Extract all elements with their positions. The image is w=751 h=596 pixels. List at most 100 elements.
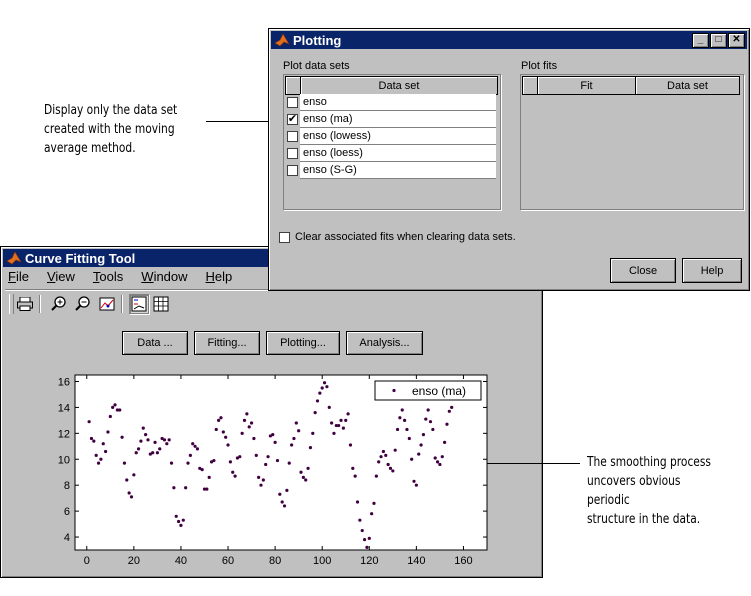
data-set-checkbox[interactable] bbox=[287, 147, 298, 159]
data-point bbox=[122, 461, 127, 465]
data-point bbox=[221, 430, 225, 434]
data-point bbox=[275, 458, 280, 463]
x-tick-label: 140 bbox=[407, 555, 425, 567]
data-point bbox=[443, 440, 447, 445]
menu-item[interactable]: Window bbox=[138, 268, 190, 286]
data-point bbox=[315, 399, 320, 403]
data-point bbox=[348, 443, 353, 447]
data-set-row[interactable]: enso (lowess) bbox=[300, 128, 496, 145]
data-point bbox=[379, 455, 383, 459]
x-tick-label: 160 bbox=[454, 555, 472, 567]
data-point bbox=[327, 405, 331, 410]
annotation-right-leader bbox=[487, 463, 580, 464]
annotation-top: Display only the data set created with t… bbox=[44, 101, 177, 158]
data-point bbox=[339, 418, 343, 422]
data-point bbox=[106, 430, 110, 434]
data-point bbox=[287, 461, 291, 465]
data-point bbox=[113, 403, 117, 407]
plot-fits-table: Fit Data set bbox=[520, 74, 744, 210]
menu-mnemonic: W bbox=[141, 269, 154, 284]
close-button[interactable]: Close bbox=[610, 258, 676, 283]
data-point bbox=[87, 420, 91, 424]
data-point bbox=[278, 492, 282, 496]
fit-data-set-column-header[interactable]: Data set bbox=[635, 76, 740, 95]
data-point bbox=[297, 429, 301, 433]
data-point bbox=[96, 461, 101, 465]
analysis-button[interactable]: Analysis... bbox=[346, 331, 423, 355]
clear-fits-option[interactable]: Clear associated fits when clearing data… bbox=[279, 229, 516, 245]
data-set-checkbox[interactable]: ✔ bbox=[287, 112, 298, 125]
menu-item-rest: indow bbox=[153, 269, 188, 284]
toolbar-grip bbox=[9, 294, 14, 314]
data-point bbox=[384, 453, 388, 457]
data-point bbox=[259, 483, 263, 487]
data-set-row[interactable]: enso (S-G) bbox=[300, 162, 496, 179]
data-set-row[interactable]: enso (ma) bbox=[300, 111, 496, 128]
data-point bbox=[129, 495, 134, 499]
data-point bbox=[268, 434, 273, 438]
fit-column-header[interactable]: Fit bbox=[537, 76, 636, 95]
data-button[interactable]: Data ... bbox=[122, 331, 188, 355]
data-point bbox=[313, 410, 317, 415]
plotting-button[interactable]: Plotting... bbox=[266, 331, 340, 355]
clear-fits-checkbox[interactable] bbox=[279, 231, 290, 243]
data-point bbox=[308, 445, 313, 450]
grid-icon[interactable] bbox=[152, 295, 170, 313]
data-point bbox=[254, 453, 258, 457]
print-icon[interactable] bbox=[16, 295, 34, 313]
zoom-in-icon[interactable] bbox=[50, 295, 68, 313]
data-set-checkbox-cell bbox=[285, 128, 300, 144]
menu-item[interactable]: File bbox=[5, 268, 32, 286]
minimize-icon[interactable]: _ bbox=[692, 33, 709, 48]
menu-item[interactable]: Help bbox=[203, 268, 236, 286]
data-cursor-icon[interactable] bbox=[98, 295, 116, 313]
data-point bbox=[370, 512, 374, 516]
data-set-checkbox[interactable] bbox=[287, 96, 298, 108]
data-point bbox=[372, 501, 376, 505]
data-point bbox=[219, 416, 223, 420]
data-point bbox=[167, 438, 171, 442]
data-point bbox=[238, 455, 242, 459]
data-point bbox=[306, 466, 310, 470]
data-set-checkbox-cell bbox=[285, 94, 300, 110]
help-button[interactable]: Help bbox=[682, 258, 742, 283]
data-point bbox=[410, 457, 414, 461]
cft-title: Curve Fitting Tool bbox=[25, 250, 136, 266]
matlab-logo-icon bbox=[6, 251, 22, 265]
data-point bbox=[344, 418, 348, 422]
data-point bbox=[365, 545, 369, 550]
legend-icon[interactable] bbox=[129, 294, 149, 314]
data-point bbox=[233, 474, 237, 478]
data-point bbox=[426, 408, 430, 412]
curve-fitting-tool-window: Curve Fitting Tool File View Tools Window He… bbox=[0, 246, 546, 578]
plotting-titlebar[interactable]: Plotting _ □ ✕ bbox=[271, 31, 747, 49]
menu-mnemonic: H bbox=[205, 269, 215, 284]
data-point bbox=[264, 462, 268, 467]
data-set-checkbox[interactable] bbox=[287, 164, 298, 176]
fits-table-corner bbox=[522, 76, 538, 95]
data-point bbox=[242, 418, 247, 422]
data-set-row[interactable]: enso (loess) bbox=[300, 145, 496, 162]
menu-item[interactable]: Tools bbox=[90, 268, 126, 286]
data-set-row[interactable]: enso bbox=[300, 94, 496, 111]
close-icon[interactable]: ✕ bbox=[728, 33, 745, 48]
data-point bbox=[188, 453, 192, 457]
menu-item-rest: iew bbox=[55, 269, 75, 284]
data-point bbox=[351, 466, 355, 470]
data-point bbox=[330, 421, 334, 425]
data-point bbox=[417, 452, 421, 456]
data-set-column-header[interactable]: Data set bbox=[300, 76, 498, 95]
menu-item-rest: ile bbox=[15, 269, 29, 284]
data-point bbox=[273, 440, 277, 445]
data-point bbox=[125, 478, 129, 482]
data-point bbox=[162, 438, 167, 442]
maximize-icon[interactable]: □ bbox=[710, 33, 727, 48]
data-point bbox=[235, 456, 240, 460]
zoom-out-icon[interactable] bbox=[74, 295, 92, 313]
fitting-button[interactable]: Fitting... bbox=[194, 331, 260, 355]
data-point bbox=[318, 391, 322, 395]
menu-item[interactable]: View bbox=[44, 268, 78, 286]
data-point bbox=[146, 438, 150, 442]
data-set-checkbox[interactable] bbox=[287, 130, 298, 142]
